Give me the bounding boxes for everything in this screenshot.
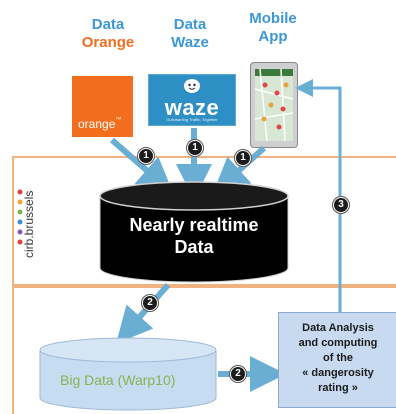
realtime-db-line2: Data — [174, 237, 214, 257]
mobile-phone-icon — [250, 62, 298, 148]
step-badge-1-orange: 1 — [138, 148, 154, 164]
storage-panel — [12, 286, 396, 414]
analysis-line1: Data Analysis — [302, 322, 374, 334]
realtime-db-line1: Nearly realtime — [129, 215, 259, 235]
step-badge-1-mobile: 1 — [235, 150, 251, 166]
map-pins-icon — [254, 68, 294, 142]
waze-ghost-icon — [184, 79, 200, 93]
realtime-db-label: Nearly realtime Data — [100, 214, 288, 258]
cirb-logo: cirb.brussels — [14, 182, 44, 274]
orange-source-title: Data Orange — [81, 16, 135, 51]
analysis-line5: rating » — [318, 382, 358, 394]
step-badge-2-bigdata: 2 — [230, 366, 246, 382]
step-badge-3: 3 — [333, 197, 349, 213]
arrow-orange-to-realtime — [110, 137, 174, 194]
analysis-line2: and computing — [298, 337, 378, 349]
realtime-db-cylinder — [99, 181, 289, 283]
mobile-source-title: Mobile App — [249, 10, 297, 45]
step-badge-2-realtime: 2 — [142, 295, 158, 311]
orange-logo: orange™ — [72, 76, 133, 137]
analysis-line3: of the — [323, 352, 353, 364]
arrow-analysis-to-mobile — [295, 79, 342, 312]
analysis-line4: « dangerosity — [302, 367, 374, 379]
cirb-dots-icon — [17, 189, 23, 245]
step-badge-1-waze: 1 — [187, 140, 203, 156]
orange-logo-tm: ™ — [115, 117, 122, 123]
orange-logo-text: orange — [78, 117, 116, 131]
realtime-panel — [12, 156, 396, 286]
cirb-logo-text: cirb.brussels — [22, 190, 36, 258]
bigdata-label: Big Data (Warp10) — [60, 372, 176, 388]
waze-logo: waze Outsmarting Traffic, Together — [148, 74, 236, 126]
waze-logo-tagline: Outsmarting Traffic, Together — [166, 117, 218, 122]
waze-source-title: Data Waze — [171, 16, 209, 51]
analysis-box: Data Analysis and computing of the « dan… — [278, 312, 396, 408]
bigdata-db-cylinder — [39, 337, 217, 411]
map-screen — [254, 68, 294, 142]
waze-logo-text: waze — [164, 95, 220, 120]
